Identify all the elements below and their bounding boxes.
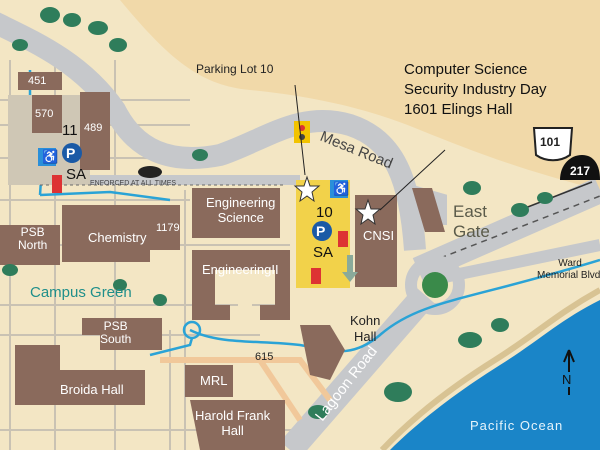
highway-101-shield [532,127,574,162]
lot-10-p: P [316,223,326,239]
accessible-icon [38,148,56,166]
accessible-glyph-2: ♿ [333,181,350,196]
mesa-road [0,12,426,251]
buildings [0,72,445,450]
enforced-label: ENFORCED AT ALL TIMES [90,180,177,187]
building-1179-label: 1179 [156,222,180,234]
highway-101-label: 101 [540,135,561,149]
chemistry-label: Chemistry [88,230,147,245]
event-title-line1: Computer Science [404,61,528,78]
lot-10-permit: SA [313,244,334,261]
pacific-ocean-label: Pacific Ocean [470,418,564,433]
building-451-label: 451 [28,75,47,87]
lot-11-number: 11 [62,122,78,139]
lot-11-permit: SA [66,166,87,183]
event-title-line2: Security Industry Day [404,81,547,98]
arrow-down-icon [342,255,358,282]
highway-217 [412,178,600,282]
star-icon-lot-10 [293,175,321,203]
highway-217-label: 217 [570,164,591,178]
pay-station-icon [52,175,62,193]
trees [2,7,553,419]
parking-lot-10-callout: Parking Lot 10 [196,62,274,76]
mrl-label: MRL [200,373,228,388]
callout-line-lot [294,84,306,176]
pedestrian-path [160,357,333,422]
broida-hall-label: Broida Hall [60,382,124,397]
parking-icon-lot-10 [312,221,332,241]
beach-area [120,0,600,190]
accessible-icon-lot-10 [330,180,348,198]
shoreline [379,287,600,450]
star-icon-cnsi [354,198,382,226]
lot-11-p: P [66,145,76,161]
parking-icon-lot-11 [62,143,82,163]
callout-line-elings [379,149,446,211]
traffic-light-icon [294,121,310,143]
campus-green-label: Campus Green [30,284,132,301]
east-gate-line2: Gate [453,222,490,241]
building-489-label: 489 [84,122,103,134]
pay-station-icon-3 [311,268,321,284]
north-label: N [562,372,572,387]
cnsi-label: CNSI [363,228,395,243]
motorcycle-icon [138,166,162,178]
highway-217-shield [560,155,600,180]
accessible-glyph: ♿ [42,149,59,164]
ocean [390,300,600,450]
building-570-label: 570 [35,108,54,120]
engineering-ii-label: EngineeringII [202,262,279,277]
building-615-label: 615 [255,351,274,363]
pay-station-icon-2 [338,231,348,247]
roundabout [405,255,465,315]
east-gate-line1: East [453,202,488,221]
event-location: 1601 Elings Hall [404,101,513,118]
lot-10-number: 10 [316,204,333,221]
